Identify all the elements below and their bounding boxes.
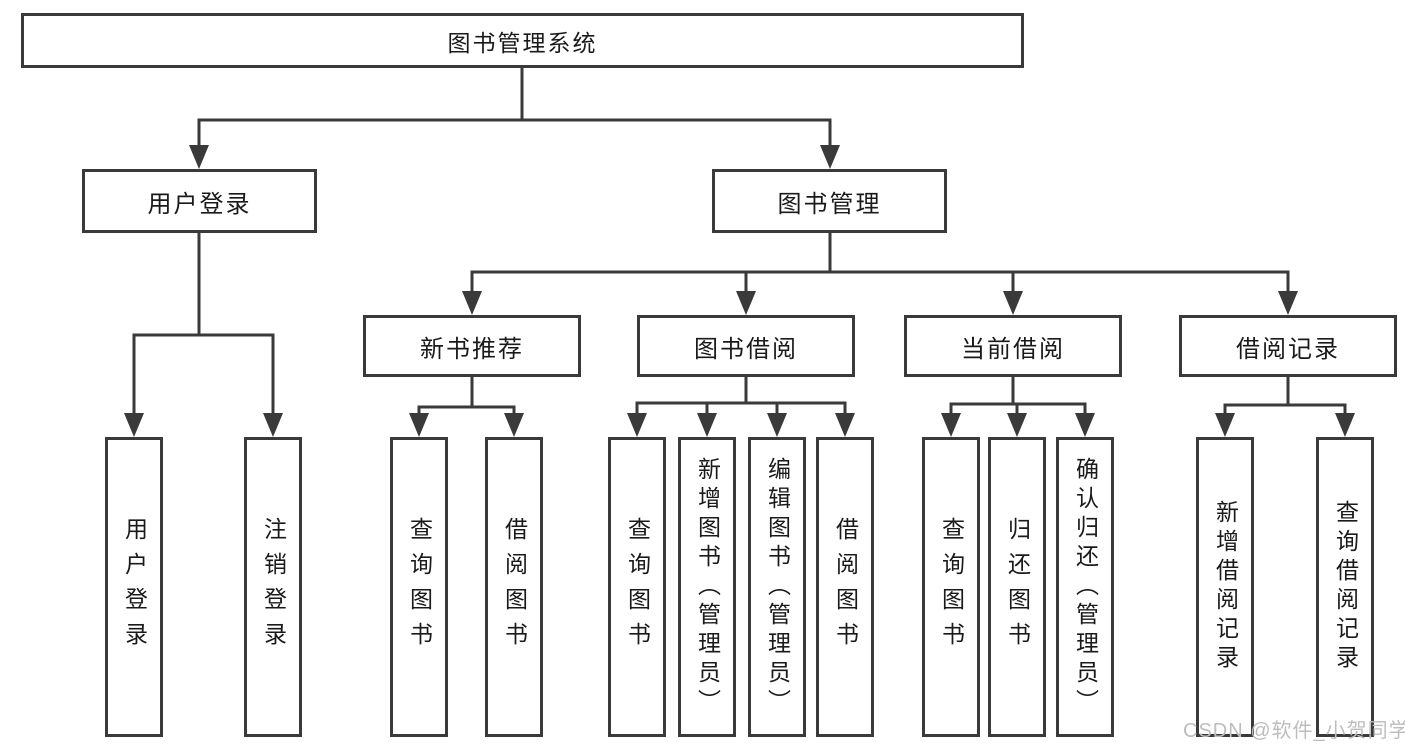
leaf-return-book: 归还图书 [988,437,1046,737]
leaf-query-borrow-record: 查询借阅记录 [1316,437,1374,737]
arrowhead [124,413,144,437]
arrowhead [767,413,787,437]
node-new-book-recommend: 新书推荐 [363,315,581,377]
leaf-edit-book-admin: 编辑图书（管理员） [748,437,806,737]
leaf-borrow-book: 借阅图书 [816,437,874,737]
node-root-label: 图书管理系统 [447,29,598,56]
leaf-return-book-label: 归还图书 [1004,517,1031,657]
node-book-management-label: 图书管理 [777,190,882,218]
leaf-query-book-recommend: 查询图书 [390,437,448,737]
node-book-management: 图书管理 [712,169,947,233]
connector-line [417,405,516,418]
arrowhead [820,145,840,169]
node-user-login: 用户登录 [82,169,317,233]
connector-line [635,401,847,418]
arrowhead [736,291,756,315]
arrowheads [124,145,1355,437]
leaf-query-book-borrow-label: 查询图书 [624,517,651,657]
node-current-borrow: 当前借阅 [904,315,1122,377]
node-borrow-records-label: 借阅记录 [1236,335,1340,363]
arrowhead [1003,291,1023,315]
arrowhead [263,413,283,437]
leaf-query-book-current: 查询图书 [922,437,980,737]
arrowhead [627,413,647,437]
leaf-query-book-recommend-label: 查询图书 [406,517,433,657]
leaf-add-book-admin-label: 新增图书（管理员） [694,456,721,718]
connector-line [470,270,1290,296]
arrowhead [835,413,855,437]
leaf-user-login: 用户登录 [105,437,163,737]
leaf-borrow-book-recommend-label: 借阅图书 [501,517,528,657]
node-root: 图书管理系统 [21,13,1024,68]
leaf-add-borrow-record-label: 新增借阅记录 [1212,500,1239,674]
arrowhead [504,413,524,437]
leaf-confirm-return-admin: 确认归还（管理员） [1056,437,1114,737]
arrowhead [462,291,482,315]
connector-line [1223,403,1347,418]
node-user-login-label: 用户登录 [147,190,252,218]
arrowhead [1335,413,1355,437]
node-new-book-recommend-label: 新书推荐 [420,335,524,363]
connector-line [197,118,832,150]
arrowhead [1215,413,1235,437]
arrowhead [1075,413,1095,437]
leaf-logout: 注销登录 [244,437,302,737]
leaf-query-borrow-record-label: 查询借阅记录 [1332,500,1359,674]
csdn-watermark: CSDN @软件_小贺同学 [1183,720,1405,742]
leaf-query-book-borrow: 查询图书 [608,437,666,737]
arrowhead [189,145,209,169]
leaf-confirm-return-admin-label: 确认归还（管理员） [1072,456,1099,718]
leaf-add-book-admin: 新增图书（管理员） [678,437,736,737]
arrowhead [1278,291,1298,315]
arrowhead [1007,413,1027,437]
node-current-borrow-label: 当前借阅 [961,335,1065,363]
connector-line [132,333,275,418]
leaf-add-borrow-record: 新增借阅记录 [1196,437,1254,737]
arrowhead [409,413,429,437]
arrowhead [697,413,717,437]
arrowhead [941,413,961,437]
leaf-query-book-current-label: 查询图书 [938,517,965,657]
node-borrow-records: 借阅记录 [1179,315,1397,377]
leaf-logout-label: 注销登录 [260,517,287,657]
node-book-borrow-label: 图书借阅 [694,335,798,363]
node-book-borrow: 图书借阅 [637,315,855,377]
leaf-edit-book-admin-label: 编辑图书（管理员） [764,456,791,718]
leaf-borrow-book-label: 借阅图书 [832,517,859,657]
leaf-borrow-book-recommend: 借阅图书 [485,437,543,737]
leaf-user-login-label: 用户登录 [121,517,148,657]
